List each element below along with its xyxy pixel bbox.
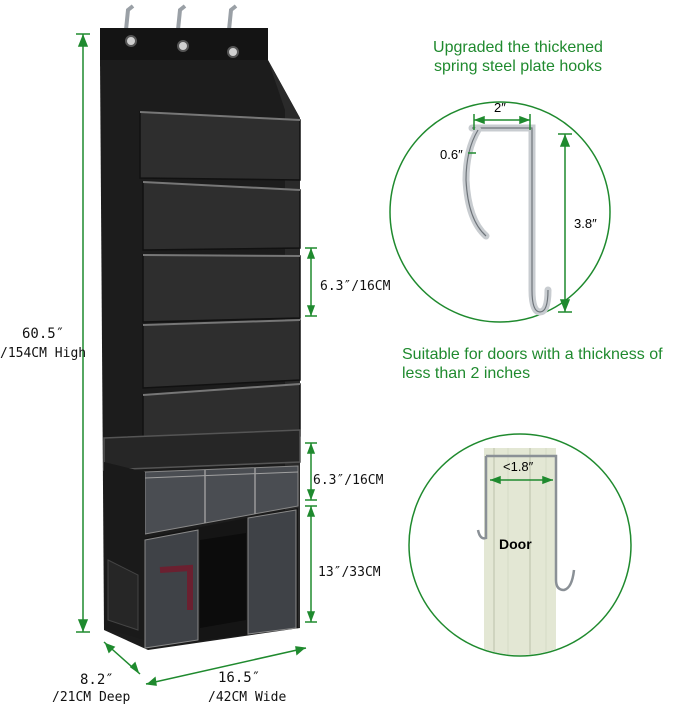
grommet xyxy=(177,40,189,52)
depth-cm: /21CM Deep xyxy=(52,690,131,705)
clear-pocket-height: 6.3″/16CM xyxy=(313,473,384,488)
hook-detail-circle xyxy=(389,101,611,323)
width-inches: 16.5″ xyxy=(218,670,261,686)
width-cm: /42CM Wide xyxy=(208,690,287,705)
height-inches: 60.5″ xyxy=(22,326,65,342)
dimension-lines xyxy=(76,33,317,686)
hook-caption: Upgraded the thickened spring steel plat… xyxy=(433,39,603,75)
file-pockets xyxy=(139,111,301,451)
door-caption: Suitable for doors with a thickness of l… xyxy=(402,346,663,382)
door-label: Door xyxy=(499,536,532,552)
hook-thickness: 0.6″ xyxy=(440,147,463,162)
grommet xyxy=(125,35,137,47)
grommet xyxy=(227,46,239,58)
depth-inches: 8.2″ xyxy=(80,672,114,688)
hook-height: 3.8″ xyxy=(574,216,597,231)
door-thickness-dim xyxy=(489,475,554,485)
door-thickness: <1.8″ xyxy=(503,459,534,474)
top-hooks xyxy=(124,4,238,31)
bottom-compartment xyxy=(104,462,298,649)
pocket-height: 6.3″/16CM xyxy=(320,279,391,294)
door-hook xyxy=(476,454,576,592)
height-cm: /154CM High xyxy=(0,346,87,361)
hook-width: 2″ xyxy=(494,100,506,115)
steel-hook-illustration xyxy=(462,124,552,316)
open-bin xyxy=(103,429,301,471)
bottom-pocket-height: 13″/33CM xyxy=(318,565,381,580)
hook-dimensions xyxy=(468,114,572,313)
